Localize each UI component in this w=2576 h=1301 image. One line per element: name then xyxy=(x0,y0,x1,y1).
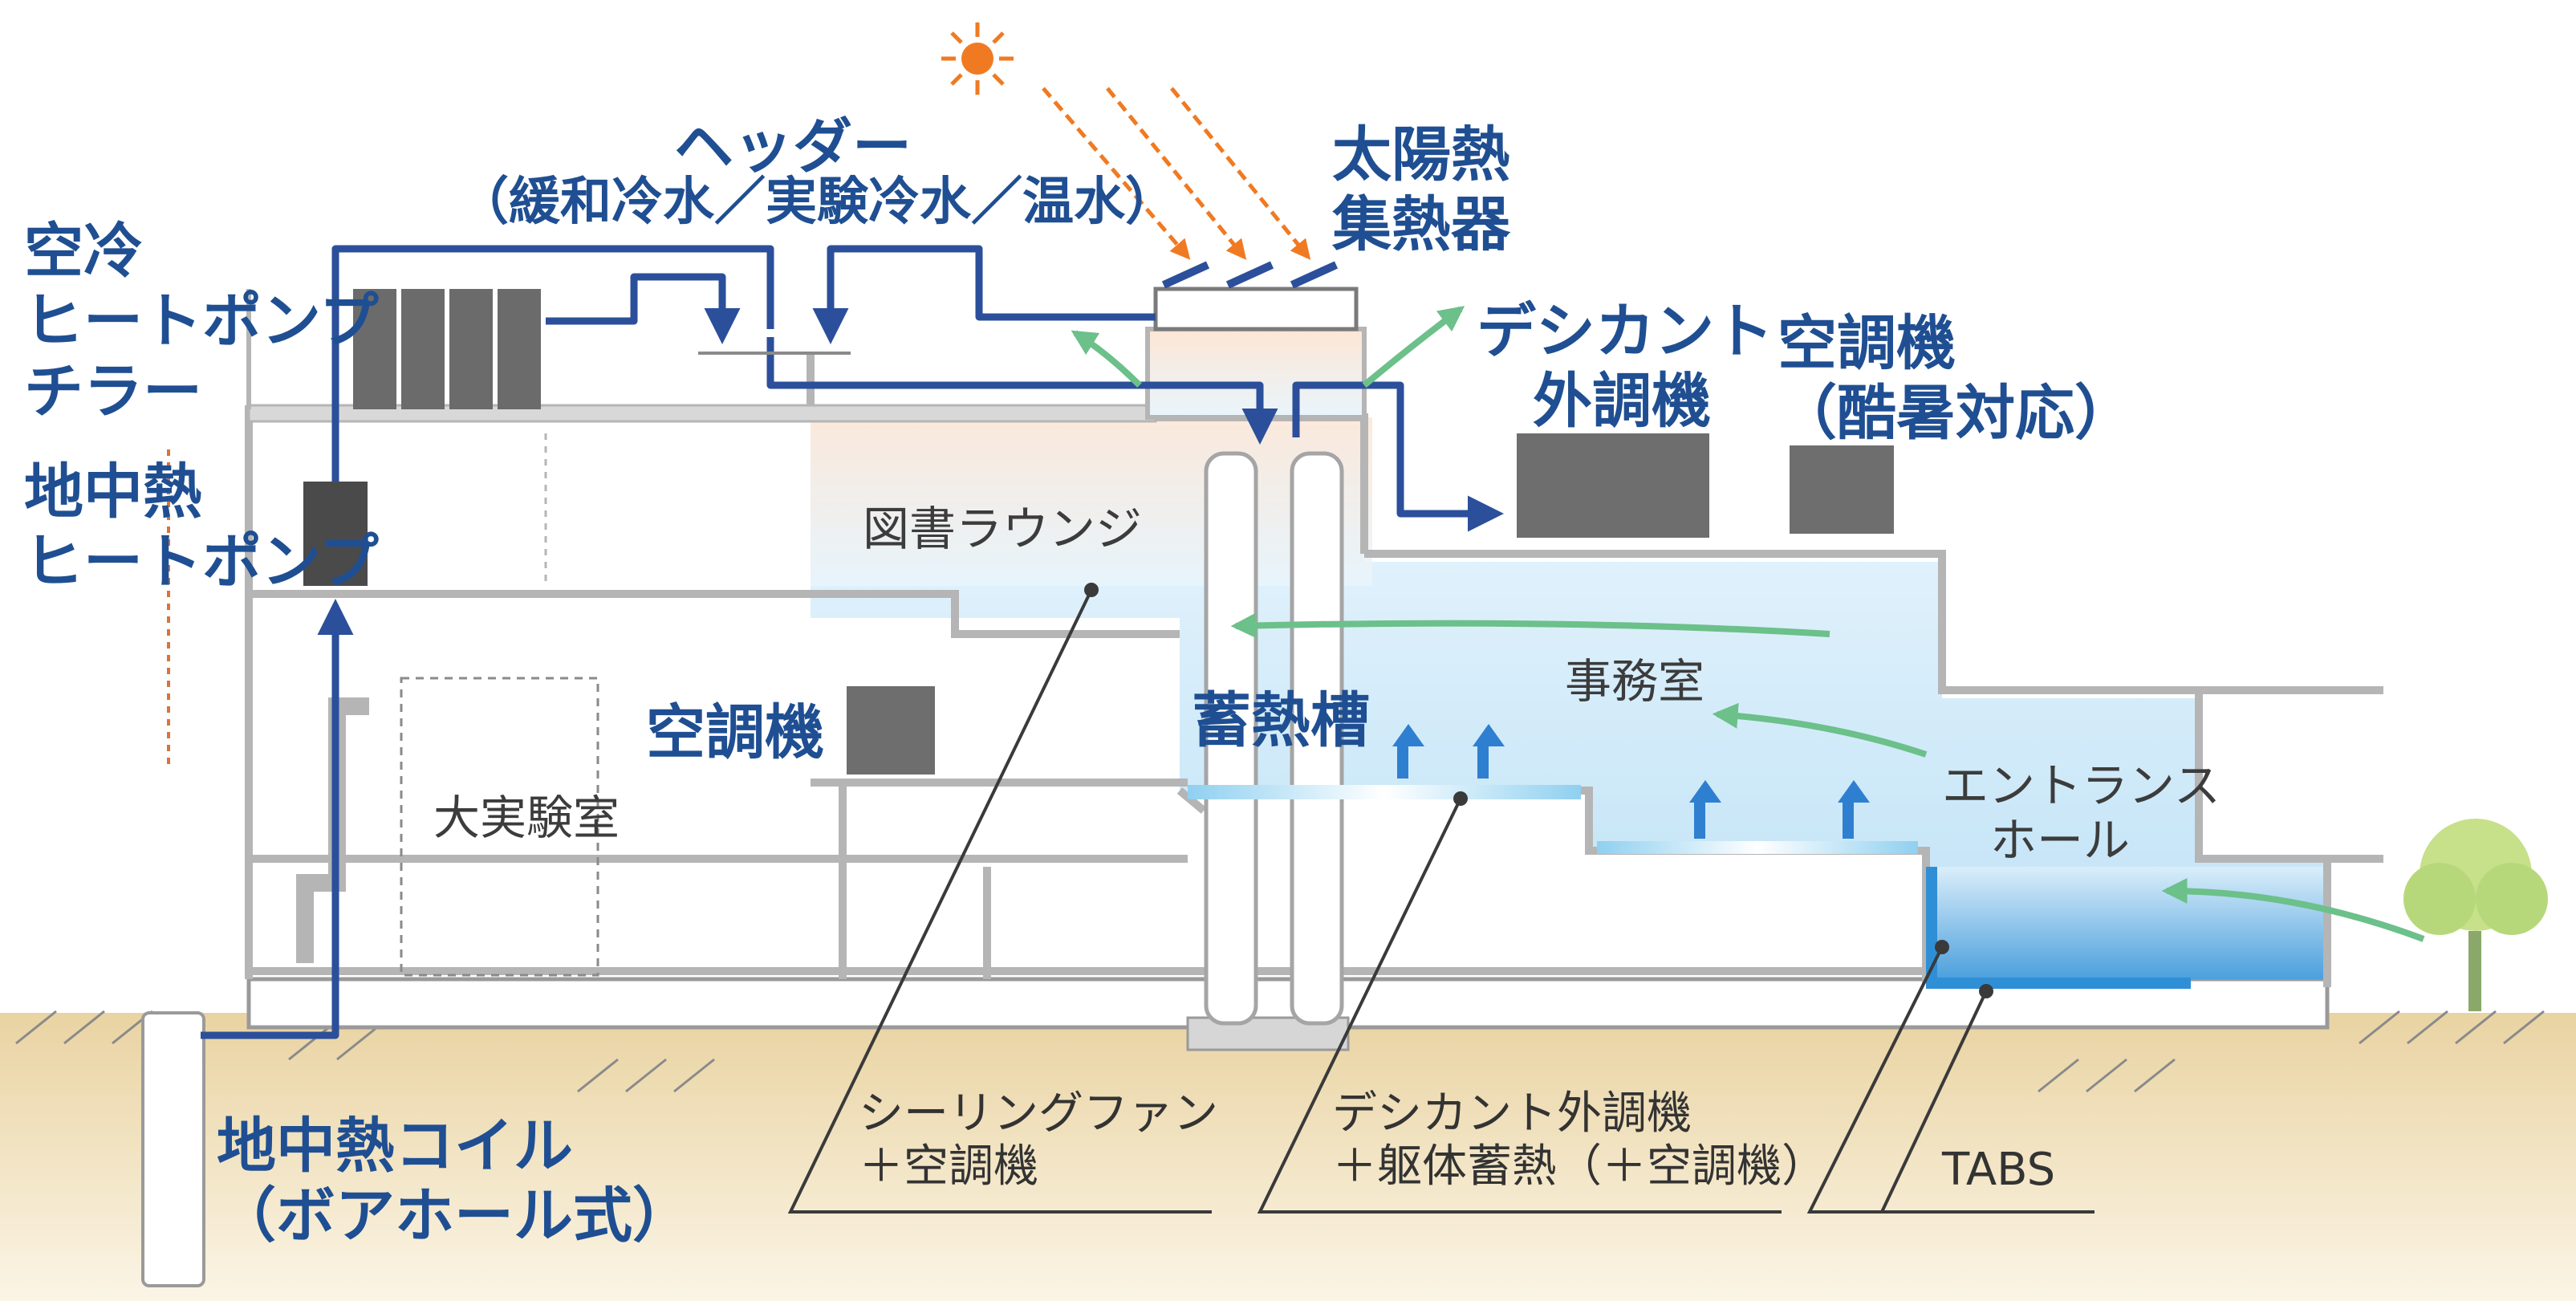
callout-desiccant-line2: ＋躯体蓄熱（＋空調機） xyxy=(1332,1140,1826,1193)
library-label: 図書ラウンジ xyxy=(863,502,1143,556)
desiccant-unit xyxy=(1517,433,1709,538)
ahu-heat-line2: （酷暑対応） xyxy=(1778,379,2134,449)
entrance-line2: ホール xyxy=(1990,813,2131,868)
ground-heat-pump-label: 地中熱 ヒートポンプ xyxy=(24,457,379,598)
ahu-heat-line1: 空調機 xyxy=(1778,309,1956,378)
tabs-floor-middle xyxy=(1597,841,1918,854)
entrance-zone xyxy=(1926,867,2327,979)
geo-coil-line1: 地中熱コイル xyxy=(217,1112,573,1181)
callout-desiccant-line1: デシカント外調機 xyxy=(1332,1088,1692,1140)
desiccant-line1: デシカント xyxy=(1477,297,1774,366)
supply-air-arrows xyxy=(1392,724,1870,839)
tabs-floor-lower xyxy=(1926,978,2191,989)
aircool-line1: 空冷 xyxy=(24,217,143,286)
borehole xyxy=(141,1011,205,1287)
solar-plenum xyxy=(1145,327,1367,420)
geo-coil-line2: （ボアホール式） xyxy=(217,1181,692,1251)
office-label: 事務室 xyxy=(1565,654,1705,709)
storage-tank-left xyxy=(1204,451,1258,1026)
tree xyxy=(2403,819,2548,1011)
solar-collectors xyxy=(1161,261,1339,289)
header-title: ヘッダー xyxy=(674,112,912,181)
geo-coil-label: 地中熱コイル （ボアホール式） xyxy=(217,1112,692,1252)
storage-tank-right xyxy=(1290,451,1344,1026)
callout-fan-line1: シーリングファン xyxy=(859,1088,1218,1140)
air-cooled-chiller-label: 空冷 ヒートポンプ チラー xyxy=(24,217,379,427)
solar-label-line1: 太陽熱 xyxy=(1332,120,1510,189)
solar-label-line2: 集熱器 xyxy=(1332,190,1510,260)
geo-hp-line2: ヒートポンプ xyxy=(24,527,379,597)
lab-label: 大実験室 xyxy=(433,791,620,845)
ground-hatch xyxy=(15,1010,2545,1093)
library-zone xyxy=(811,417,1372,586)
ahu-label: 空調機 xyxy=(646,698,824,767)
entrance-line1: エントランス xyxy=(1942,758,2220,813)
ahu-heat-label: 空調機 （酷暑対応） xyxy=(1778,309,2134,449)
solar-collector-label: 太陽熱 集熱器 xyxy=(1332,120,1510,261)
callout-desiccant: デシカント外調機 ＋躯体蓄熱（＋空調機） xyxy=(1332,1088,1826,1193)
air-cooled-chiller xyxy=(353,289,541,409)
geo-hp-line1: 地中熱 xyxy=(24,457,202,526)
storage-tank-label: 蓄熱槽 xyxy=(1192,686,1370,755)
desiccant-line2: 外調機 xyxy=(1533,367,1711,437)
desiccant-label: デシカント 外調機 xyxy=(1477,297,1774,437)
sun-rays xyxy=(1042,87,1311,260)
air-flow-arrows xyxy=(1071,306,2425,942)
aircool-line2: ヒートポンプ xyxy=(24,287,379,356)
water-pipes xyxy=(201,245,1504,1039)
aircool-line3: チラー xyxy=(24,356,202,426)
callout-fan: シーリングファン ＋空調機 xyxy=(859,1088,1218,1193)
callout-fan-line2: ＋空調機 xyxy=(859,1140,1038,1193)
ground-heat-pump-unit xyxy=(303,482,368,586)
callout-tabs: TABS xyxy=(1942,1144,2056,1196)
ahu-heat-unit xyxy=(1790,445,1894,534)
entrance-label: エントランス ホール xyxy=(1942,758,2220,868)
lab-box xyxy=(400,677,599,977)
sun-icon xyxy=(941,22,1014,95)
callout-lines xyxy=(787,589,2095,1214)
tabs-floor-upper xyxy=(1188,785,1581,799)
header-subtitle: （緩和冷水／実験冷水／温水） xyxy=(457,173,1176,232)
solar-base xyxy=(1153,287,1359,331)
ahu-unit xyxy=(847,686,935,775)
